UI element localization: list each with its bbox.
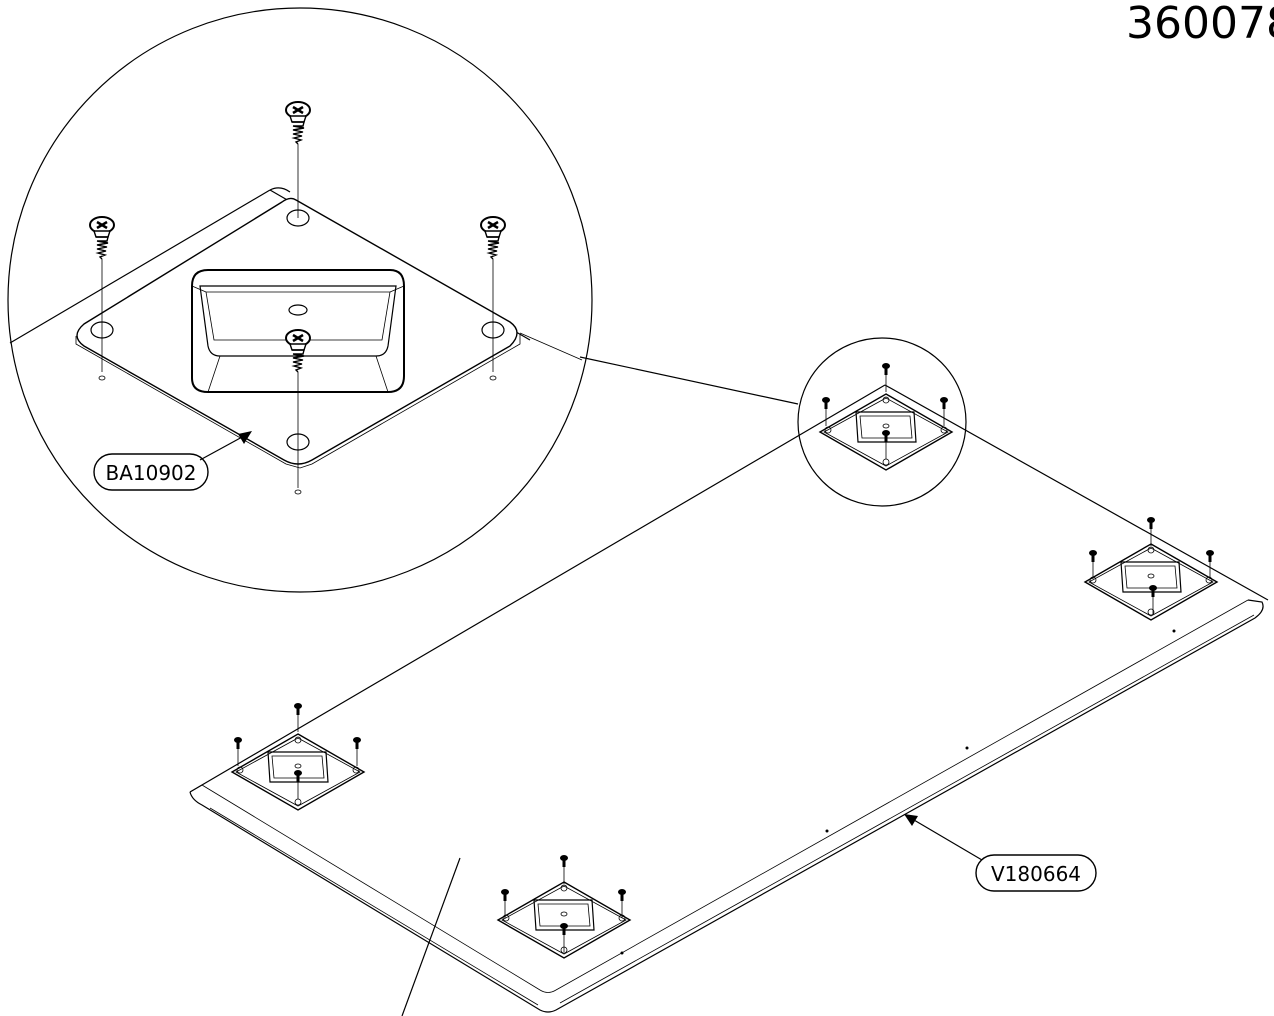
callout-bracket-label: BA10902: [105, 461, 196, 485]
panel-leader-line: [401, 857, 461, 1016]
table-top-panel: [189, 384, 1269, 1013]
sheet-number: 360078: [1126, 0, 1274, 49]
callout-panel-label: V180664: [991, 862, 1081, 886]
callout-bracket: BA10902: [93, 431, 252, 491]
detail-view: [7, 7, 593, 593]
mounting-plate-right: [1084, 516, 1218, 621]
screw-icon: [88, 100, 507, 488]
mounting-plate-top: [819, 362, 953, 471]
detail-circle-small: [797, 337, 967, 507]
mounting-plate-front: [497, 854, 631, 959]
callout-panel: V180664: [904, 814, 1097, 892]
